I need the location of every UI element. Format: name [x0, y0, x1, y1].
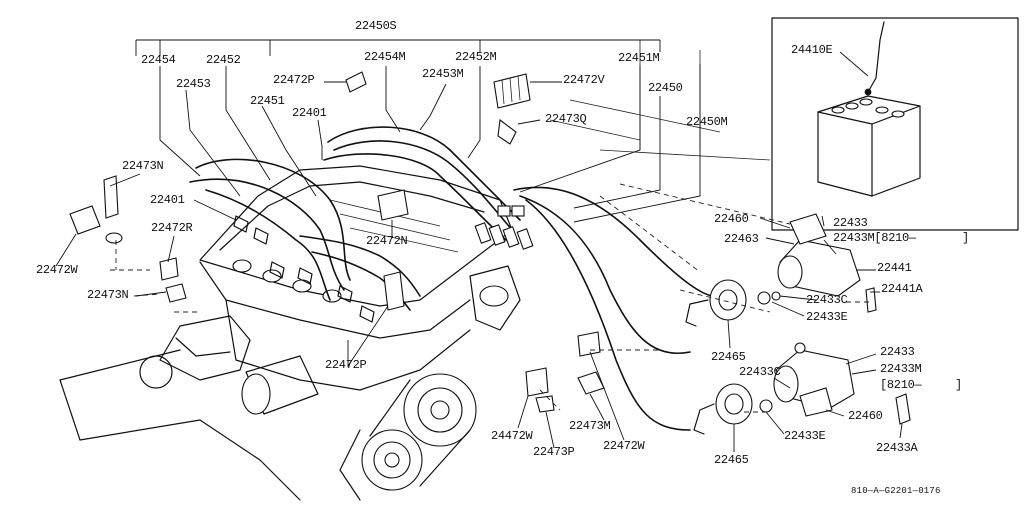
callout-22401-left: 22401 [150, 193, 185, 207]
callout-22463: 22463 [724, 232, 759, 246]
callout-22433-top: 22433 [833, 216, 868, 230]
ignition-cables [189, 126, 721, 431]
callout-22472P-top: 22472P [273, 73, 315, 87]
callout-22473M: 22473M [569, 419, 611, 433]
callout-22453M: 22453M [422, 67, 464, 81]
callout-22401-top: 22401 [292, 106, 327, 120]
diagram-reference-code: 810—A—G2201—0176 [851, 486, 941, 496]
callout-22450S: 22450S [355, 19, 397, 33]
ignition-coils [685, 213, 911, 435]
callout-22473N-top: 22473N [122, 159, 164, 173]
callout-24410E: 24410E [791, 43, 833, 57]
callout-22473P: 22473P [533, 445, 575, 459]
callout-22451: 22451 [250, 94, 285, 108]
bracket-close-bot: ] [955, 378, 963, 392]
callout-8210-bot: [8210— [880, 378, 922, 392]
dashed-guides [110, 183, 870, 413]
callout-22452M: 22452M [455, 50, 497, 64]
callout-22433E-top: 22433E [806, 310, 848, 324]
callout-22433M-top: 22433M[8210— [833, 231, 916, 245]
callout-22472W-left: 22472W [36, 263, 78, 277]
callout-22465-bot: 22465 [714, 453, 749, 467]
leader-lines [55, 39, 903, 452]
callout-22441A: 22441A [881, 282, 923, 296]
callout-22454M: 22454M [364, 50, 406, 64]
callout-22473Q: 22473Q [545, 112, 587, 126]
bracket-close-top: ] [962, 231, 970, 245]
callout-22452: 22452 [206, 53, 241, 67]
callout-22472N: 22472N [366, 234, 408, 248]
callout-22453: 22453 [176, 77, 211, 91]
callout-22433-bot: 22433 [880, 345, 915, 359]
callout-24472W-bot: 24472W [491, 429, 533, 443]
callout-22472W-bot: 22472W [603, 439, 645, 453]
callout-22472V: 22472V [563, 73, 605, 87]
callout-22433E-bot: 22433E [784, 429, 826, 443]
callout-22460-top: 22460 [714, 212, 749, 226]
callout-22433M-bot: 22433M [880, 362, 922, 376]
callout-22450M: 22450M [686, 115, 728, 129]
callout-22433C-top: 22433C [806, 293, 848, 307]
callout-22450: 22450 [648, 81, 683, 95]
callout-22433A: 22433A [876, 441, 918, 455]
callout-22441: 22441 [877, 261, 912, 275]
callout-22465-top: 22465 [711, 350, 746, 364]
callout-22451M: 22451M [618, 51, 660, 65]
callout-22472R: 22472R [151, 221, 193, 235]
battery-inset [771, 17, 1019, 231]
callout-22454: 22454 [141, 53, 176, 67]
spark-plugs [233, 215, 375, 323]
callout-22460-bot: 22460 [848, 409, 883, 423]
callout-22472P-mid: 22472P [325, 358, 367, 372]
callout-22473N-left: 22473N [87, 288, 129, 302]
callout-22433C-bot: 22433C [739, 365, 781, 379]
